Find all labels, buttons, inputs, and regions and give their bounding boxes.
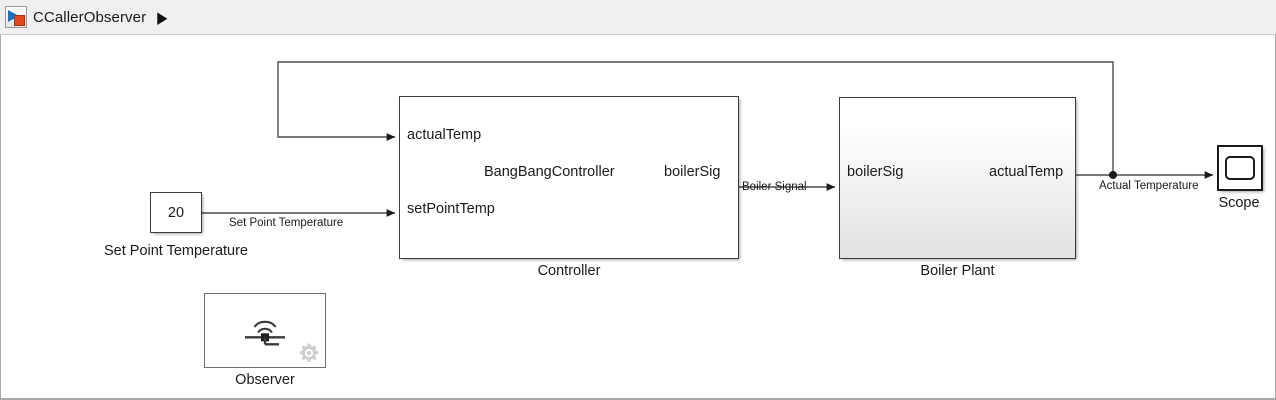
signal-label-boiler-signal[interactable]: Boiler Signal xyxy=(742,181,807,193)
block-boiler-plant[interactable] xyxy=(839,97,1076,259)
controller-inport-label-setpointtemp: setPointTemp xyxy=(407,201,495,217)
block-label-boiler-plant: Boiler Plant xyxy=(920,263,995,279)
signal-label-set-point-temperature[interactable]: Set Point Temperature xyxy=(229,217,344,229)
controller-inport-label-actualtemp: actualTemp xyxy=(407,127,482,143)
block-controller[interactable] xyxy=(399,96,739,259)
wire-feedback-to-controller[interactable] xyxy=(277,61,1114,175)
boilerplant-outport-label-actualtemp: actualTemp xyxy=(989,164,1064,180)
breadcrumb: CCallerObserver ▶ xyxy=(0,0,1276,35)
sensor-icon xyxy=(245,320,285,345)
block-label-controller: Controller xyxy=(537,263,601,279)
block-label-set-point-temperature: Set Point Temperature xyxy=(103,243,248,259)
model-canvas[interactable]: actualTemp setPointTemp BangBangControll… xyxy=(0,35,1276,400)
block-label-scope: Scope xyxy=(1218,195,1260,211)
boilerplant-inport-label-boilersig: boilerSig xyxy=(847,164,904,180)
block-label-observer: Observer xyxy=(235,372,295,388)
red-square-shape xyxy=(14,15,25,26)
breadcrumb-model-name[interactable]: CCallerObserver xyxy=(33,8,147,26)
gear-icon[interactable] xyxy=(298,342,320,364)
block-scope[interactable] xyxy=(1217,145,1263,191)
signal-branch-point[interactable] xyxy=(1109,171,1117,179)
scope-screen-icon xyxy=(1225,156,1255,180)
breadcrumb-chevron-right-icon[interactable]: ▶ xyxy=(157,7,168,27)
signal-label-actual-temperature[interactable]: Actual Temperature xyxy=(1099,180,1199,192)
controller-inner-title: BangBangController xyxy=(484,164,615,180)
simulink-model-icon xyxy=(5,6,27,28)
block-set-point-temperature[interactable]: 20 xyxy=(150,192,202,233)
constant-value: 20 xyxy=(167,204,185,221)
play-triangle-shape xyxy=(8,10,19,22)
block-observer[interactable] xyxy=(204,293,326,368)
controller-outport-label-boilersig: boilerSig xyxy=(664,164,721,180)
signal-lines xyxy=(202,61,1214,217)
